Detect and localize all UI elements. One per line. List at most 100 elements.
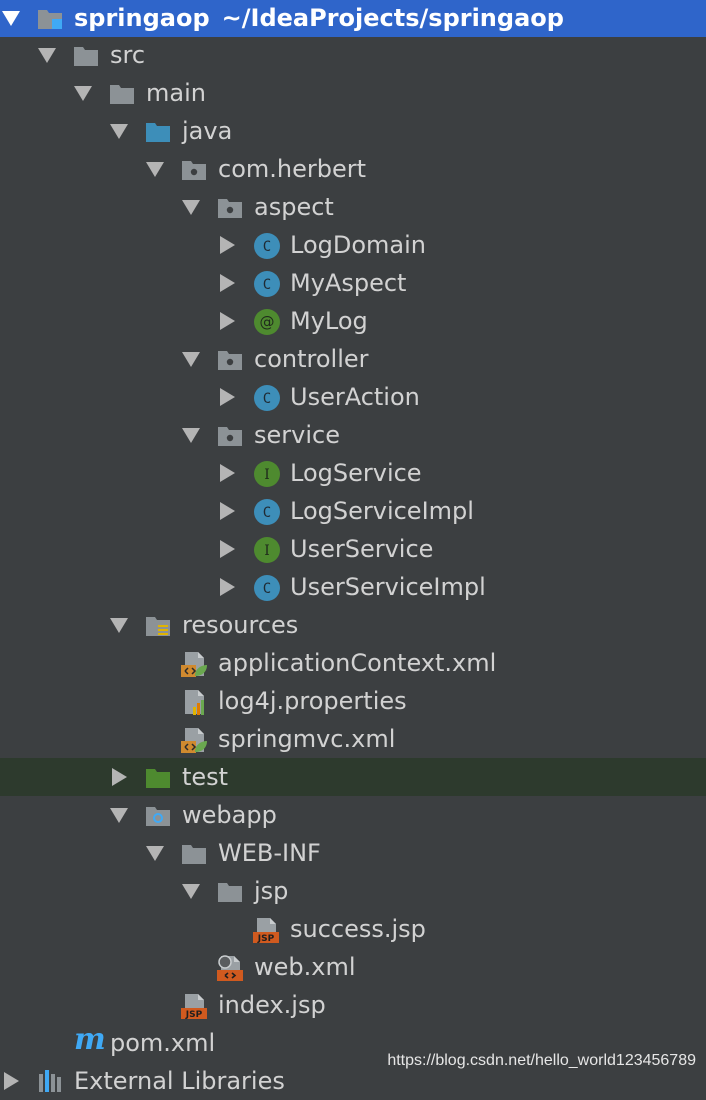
tree-row-file-springmvc[interactable]: springmvc.xml bbox=[0, 720, 706, 758]
tree-row-interface-userservice[interactable]: I UserService bbox=[0, 530, 706, 568]
tree-row-web-inf[interactable]: WEB-INF bbox=[0, 834, 706, 872]
tree-row-class-userserviceimpl[interactable]: C UserServiceImpl bbox=[0, 568, 706, 606]
properties-file-icon bbox=[180, 688, 204, 715]
tree-row-package-com-herbert[interactable]: com.herbert bbox=[0, 150, 706, 188]
collapse-arrow-icon[interactable] bbox=[110, 124, 128, 139]
tree-row-class-myaspect[interactable]: C MyAspect bbox=[0, 264, 706, 302]
tree-row-package-controller[interactable]: controller bbox=[0, 340, 706, 378]
interface-icon: I bbox=[254, 537, 280, 563]
tree-row-package-aspect[interactable]: aspect bbox=[0, 188, 706, 226]
collapse-arrow-icon[interactable] bbox=[182, 884, 200, 899]
collapse-arrow-icon[interactable] bbox=[110, 808, 128, 823]
tree-row-class-logserviceimpl[interactable]: C LogServiceImpl bbox=[0, 492, 706, 530]
folder-icon bbox=[108, 80, 136, 108]
folder-icon bbox=[72, 42, 100, 70]
node-label: MyAspect bbox=[290, 269, 407, 297]
package-icon bbox=[216, 346, 244, 374]
expand-arrow-icon[interactable] bbox=[220, 464, 235, 482]
node-label: controller bbox=[254, 345, 369, 373]
package-icon bbox=[180, 156, 208, 184]
node-label: web.xml bbox=[254, 953, 356, 981]
tree-row-annotation-mylog[interactable]: @ MyLog bbox=[0, 302, 706, 340]
node-label: UserService bbox=[290, 535, 434, 563]
svg-text:C: C bbox=[263, 239, 271, 255]
node-label: springmvc.xml bbox=[218, 725, 396, 753]
spring-xml-file-icon bbox=[181, 650, 207, 677]
web-xml-file-icon bbox=[217, 955, 243, 981]
svg-text:C: C bbox=[263, 581, 271, 597]
maven-icon: m bbox=[74, 1022, 106, 1057]
svg-text:JSP: JSP bbox=[185, 1010, 203, 1020]
spring-xml-file-icon bbox=[181, 726, 207, 753]
class-icon: C bbox=[254, 271, 280, 297]
tree-row-file-log4j[interactable]: log4j.properties bbox=[0, 682, 706, 720]
expand-arrow-icon[interactable] bbox=[220, 236, 235, 254]
node-label: LogService bbox=[290, 459, 422, 487]
tree-row-test[interactable]: test bbox=[0, 758, 706, 796]
class-icon: C bbox=[254, 499, 280, 525]
collapse-arrow-icon[interactable] bbox=[182, 352, 200, 367]
collapse-arrow-icon[interactable] bbox=[146, 162, 164, 177]
jsp-file-icon: JSP bbox=[253, 916, 279, 944]
tree-row-class-useraction[interactable]: C UserAction bbox=[0, 378, 706, 416]
collapse-arrow-icon[interactable] bbox=[146, 846, 164, 861]
tree-row-file-success-jsp[interactable]: JSP success.jsp bbox=[0, 910, 706, 948]
expand-arrow-icon[interactable] bbox=[220, 312, 235, 330]
tree-row-webapp[interactable]: webapp bbox=[0, 796, 706, 834]
tree-row-interface-logservice[interactable]: I LogService bbox=[0, 454, 706, 492]
node-label: webapp bbox=[182, 801, 277, 829]
tree-row-src[interactable]: src bbox=[0, 36, 706, 74]
project-path: ~/IdeaProjects/springaop bbox=[221, 4, 564, 32]
node-label: External Libraries bbox=[74, 1067, 285, 1095]
expand-arrow-icon[interactable] bbox=[220, 578, 235, 596]
expand-arrow-icon[interactable] bbox=[220, 540, 235, 558]
collapse-arrow-icon[interactable] bbox=[182, 200, 200, 215]
tree-row-main[interactable]: main bbox=[0, 74, 706, 112]
node-label: UserServiceImpl bbox=[290, 573, 486, 601]
collapse-arrow-icon[interactable] bbox=[182, 428, 200, 443]
expand-arrow-icon[interactable] bbox=[4, 1072, 19, 1090]
expand-arrow-icon[interactable] bbox=[220, 502, 235, 520]
collapse-arrow-icon[interactable] bbox=[38, 48, 56, 63]
expand-arrow-icon[interactable] bbox=[220, 274, 235, 292]
source-folder-icon bbox=[144, 118, 172, 146]
watermark: https://blog.csdn.net/hello_world1234567… bbox=[387, 1052, 696, 1069]
node-label: aspect bbox=[254, 193, 334, 221]
collapse-arrow-icon[interactable] bbox=[74, 86, 92, 101]
node-label: WEB-INF bbox=[218, 839, 321, 867]
node-label: test bbox=[182, 763, 229, 791]
node-label: LogDomain bbox=[290, 231, 426, 259]
node-label: applicationContext.xml bbox=[218, 649, 497, 677]
node-label: success.jsp bbox=[290, 915, 426, 943]
folder-icon bbox=[180, 840, 208, 868]
tree-row-resources[interactable]: resources bbox=[0, 606, 706, 644]
expand-arrow-icon[interactable] bbox=[112, 768, 127, 786]
tree-row-file-index-jsp[interactable]: JSP index.jsp bbox=[0, 986, 706, 1024]
svg-text:JSP: JSP bbox=[257, 934, 275, 944]
package-icon bbox=[216, 422, 244, 450]
jsp-file-icon: JSP bbox=[181, 992, 207, 1020]
interface-icon: I bbox=[254, 461, 280, 487]
class-icon: C bbox=[254, 385, 280, 411]
tree-row-file-applicationcontext[interactable]: applicationContext.xml bbox=[0, 644, 706, 682]
annotation-icon: @ bbox=[254, 309, 280, 335]
class-icon: C bbox=[254, 233, 280, 259]
tree-row-java[interactable]: java bbox=[0, 112, 706, 150]
expand-arrow-icon[interactable] bbox=[220, 388, 235, 406]
node-label: java bbox=[182, 117, 233, 145]
tree-row-project[interactable]: springaop~/IdeaProjects/springaop bbox=[0, 0, 706, 37]
node-label: index.jsp bbox=[218, 991, 326, 1019]
tree-row-jsp-folder[interactable]: jsp bbox=[0, 872, 706, 910]
tree-row-package-service[interactable]: service bbox=[0, 416, 706, 454]
node-label: UserAction bbox=[290, 383, 420, 411]
node-label: log4j.properties bbox=[218, 687, 407, 715]
project-folder-icon bbox=[36, 5, 62, 29]
tree-row-file-pom[interactable]: m pom.xml bbox=[0, 1022, 706, 1062]
folder-icon bbox=[216, 878, 244, 906]
node-label: LogServiceImpl bbox=[290, 497, 474, 525]
tree-row-file-web-xml[interactable]: web.xml bbox=[0, 948, 706, 986]
collapse-arrow-icon[interactable] bbox=[2, 11, 20, 26]
tree-row-class-logdomain[interactable]: C LogDomain bbox=[0, 226, 706, 264]
collapse-arrow-icon[interactable] bbox=[110, 618, 128, 633]
